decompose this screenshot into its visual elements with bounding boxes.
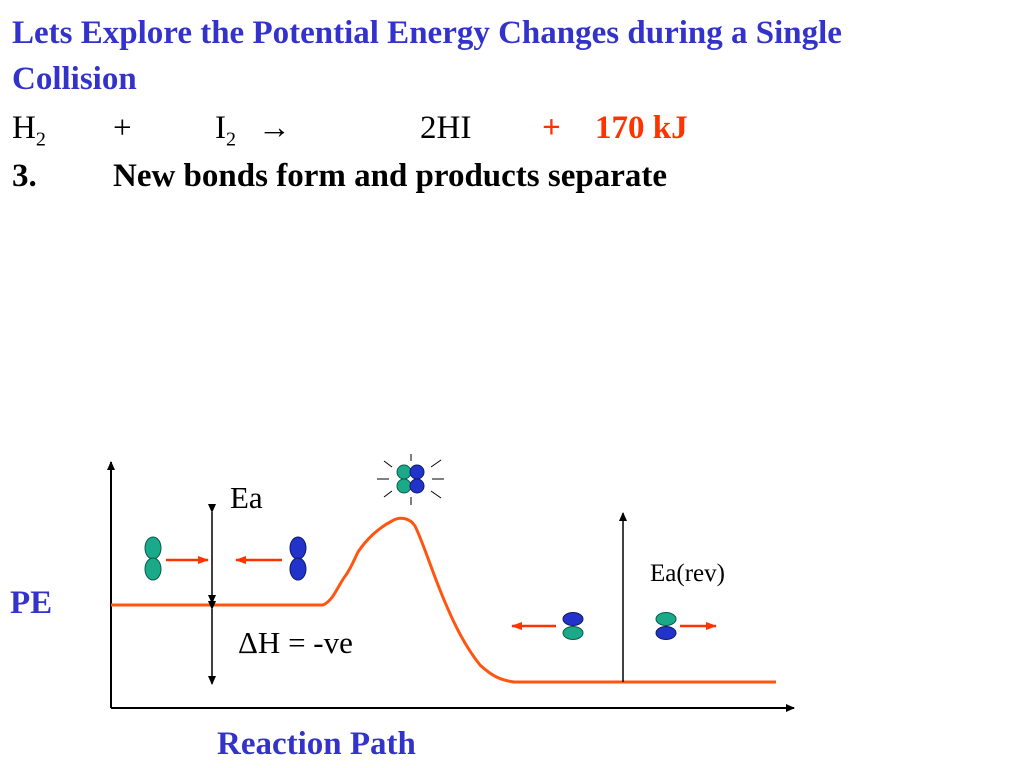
energy-plus: + (542, 110, 561, 146)
reactant-h2-subscript: 2 (35, 128, 46, 151)
x-axis-label: Reaction Path (217, 726, 416, 762)
reactant-h2: H2 (12, 106, 46, 162)
reactant-i2-subscript: 2 (226, 128, 236, 151)
ea-rev-label: Ea(rev) (650, 560, 725, 587)
hi-molecule-left-icon (562, 612, 584, 640)
reactant-i2: I2 (215, 106, 236, 162)
reactant-i2-symbol: I (215, 110, 226, 146)
equation-plus: + (113, 110, 132, 146)
energy-value: 170 kJ (595, 110, 688, 146)
activated-complex-icon (377, 454, 444, 505)
i2-molecule-icon (289, 536, 307, 581)
title-line-2: Collision (12, 61, 137, 97)
delta-h-label: ΔH = -ve (238, 625, 353, 660)
ea-label: Ea (230, 480, 263, 515)
title-line-1: Lets Explore the Potential Energy Change… (12, 15, 842, 51)
energy-curve (111, 516, 776, 684)
slide-title: Lets Explore the Potential Energy Change… (12, 10, 842, 102)
step-text: New bonds form and products separate (113, 158, 668, 194)
reactant-h2-symbol: H (12, 110, 36, 146)
hi-molecule-right-icon (655, 612, 677, 640)
step-number: 3. (12, 158, 37, 194)
product-2hi: 2HI (420, 110, 472, 146)
y-axis-label: PE (10, 585, 53, 621)
h2-molecule-icon (144, 536, 162, 581)
reaction-arrow: → (258, 110, 291, 146)
